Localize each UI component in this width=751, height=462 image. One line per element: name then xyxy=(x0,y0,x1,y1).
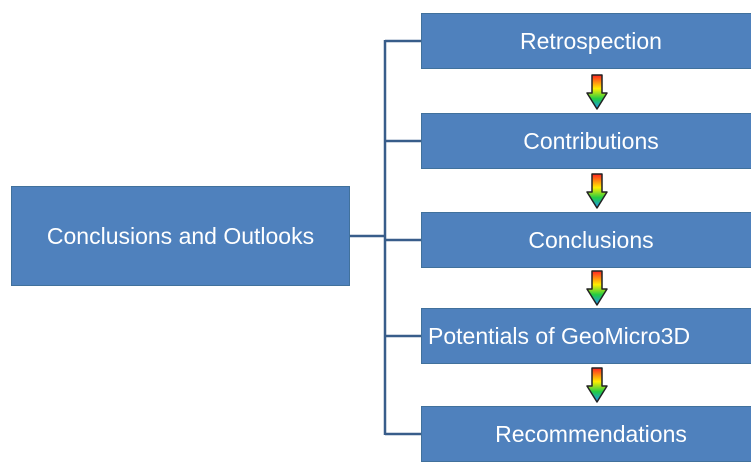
down-arrow-icon xyxy=(586,270,608,306)
child-label: Contributions xyxy=(523,127,659,154)
down-arrow-icon xyxy=(586,367,608,403)
down-arrow-icon xyxy=(586,74,608,110)
child-node-contributions: Contributions xyxy=(421,113,751,169)
child-node-recommendations: Recommendations xyxy=(421,406,751,462)
down-arrow-icon xyxy=(586,173,608,209)
root-node: Conclusions and Outlooks xyxy=(11,186,350,286)
child-node-conclusions: Conclusions xyxy=(421,212,751,268)
child-label: Conclusions xyxy=(528,226,654,253)
child-node-potentials: Potentials of GeoMicro3D xyxy=(421,308,751,364)
child-label: Potentials of GeoMicro3D xyxy=(428,322,691,349)
child-label: Retrospection xyxy=(520,27,662,54)
root-label: Conclusions and Outlooks xyxy=(46,222,315,249)
child-node-retrospection: Retrospection xyxy=(421,13,751,69)
child-label: Recommendations xyxy=(495,420,687,447)
